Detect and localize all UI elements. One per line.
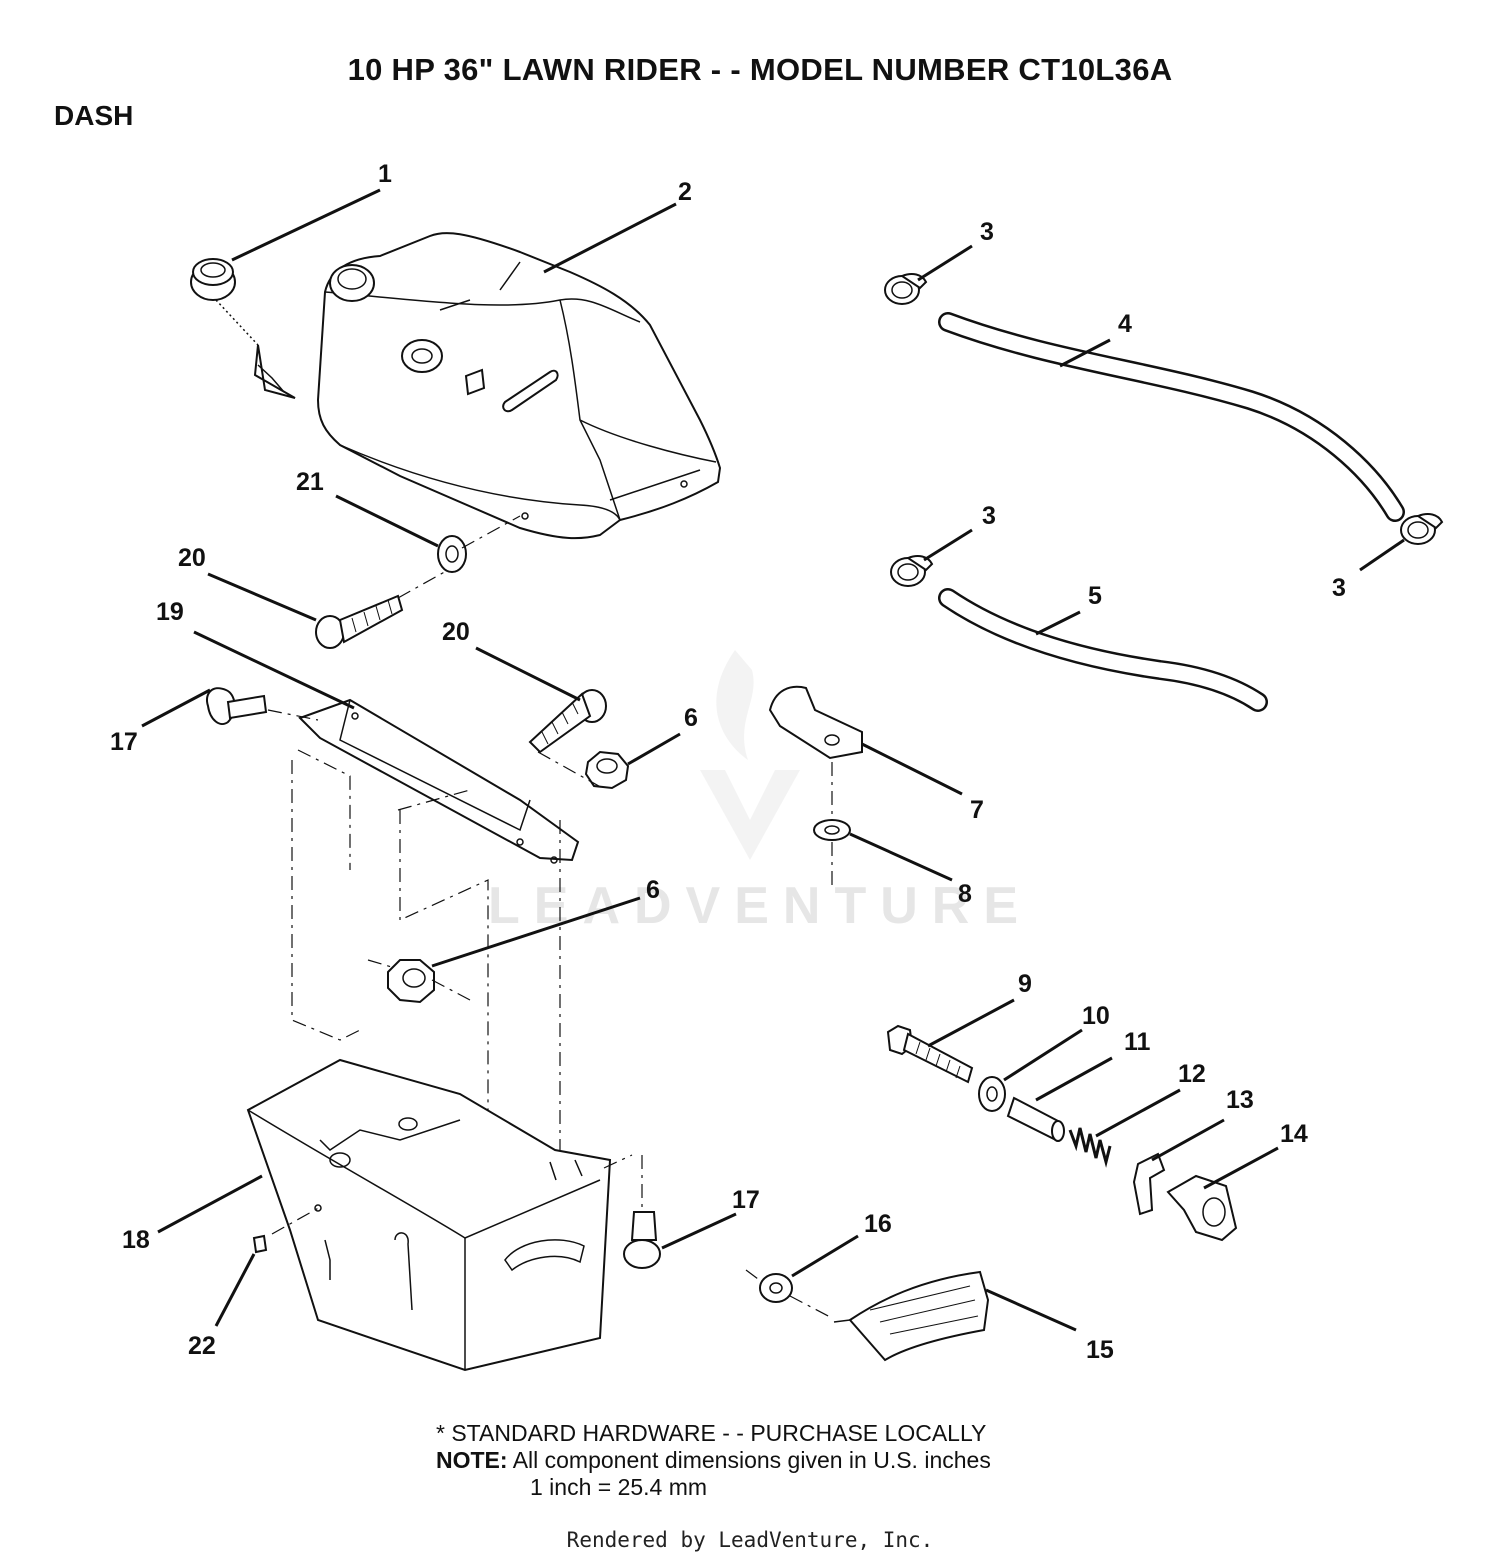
dash-housing-part <box>316 232 722 540</box>
hose-clamp-top-part <box>884 273 928 305</box>
section-title: DASH <box>54 100 134 131</box>
truss-bolt-lower-part <box>528 689 607 754</box>
washer-8-part <box>813 819 851 841</box>
flange-nut-part <box>759 1273 793 1303</box>
fuel-line-long-part <box>938 312 1405 522</box>
spring-part <box>1068 1127 1112 1168</box>
note-label: NOTE: <box>436 1447 508 1473</box>
callout-20-lower: 20 <box>442 618 470 646</box>
callout-15: 15 <box>1086 1336 1114 1364</box>
callout-10: 10 <box>1082 1002 1110 1030</box>
callout-16: 16 <box>864 1210 892 1238</box>
callout-6-lower: 6 <box>646 876 660 904</box>
callout-3-right: 3 <box>1332 574 1346 602</box>
washer-21-part <box>437 535 467 573</box>
callout-21: 21 <box>296 468 324 496</box>
conversion-note: 1 inch = 25.4 mm <box>530 1474 708 1500</box>
hex-nut-upper-part <box>584 750 630 790</box>
callout-14: 14 <box>1280 1120 1308 1148</box>
callout-1: 1 <box>378 160 392 188</box>
callout-3-top: 3 <box>980 218 994 246</box>
callout-22: 22 <box>188 1332 216 1360</box>
hose-clamp-right-part <box>1400 513 1444 545</box>
callout-13: 13 <box>1226 1086 1254 1114</box>
watermark-logo-icon <box>700 650 800 860</box>
callout-6-upper: 6 <box>684 704 698 732</box>
callout-19: 19 <box>156 598 184 626</box>
dimension-note: NOTE: All component dimensions given in … <box>436 1447 991 1474</box>
standard-hardware-note: * STANDARD HARDWARE - - PURCHASE LOCALLY <box>436 1420 987 1446</box>
fuel-line-short-part <box>938 588 1268 712</box>
dash-support-bracket-part <box>298 698 580 864</box>
shoulder-bolt-lower-part <box>623 1211 661 1269</box>
leader-lines <box>141 188 1405 1332</box>
callout-2: 2 <box>678 178 692 206</box>
note-text: All component dimensions given in U.S. i… <box>512 1447 991 1473</box>
shoulder-bolt-upper-part <box>206 687 268 725</box>
callout-8: 8 <box>958 880 972 908</box>
pivot-block-part <box>1166 1174 1238 1242</box>
spring-bracket-part <box>1132 1152 1166 1216</box>
callout-4: 4 <box>1118 310 1132 338</box>
hex-bolt-part <box>886 1024 974 1084</box>
spacer-part <box>1006 1096 1065 1142</box>
callout-12: 12 <box>1178 1060 1206 1088</box>
callout-20-upper: 20 <box>178 544 206 572</box>
footer-credit: Rendered by LeadVenture, Inc. <box>566 1528 934 1552</box>
callout-labels: 1 2 3 3 3 4 5 6 6 7 8 9 10 11 12 13 14 1… <box>110 160 1346 1364</box>
callout-5: 5 <box>1088 582 1102 610</box>
callout-17-upper: 17 <box>110 728 138 756</box>
hole-plug-part <box>252 1234 268 1254</box>
callout-3-middle: 3 <box>982 502 996 530</box>
fuel-cap-part <box>190 258 296 399</box>
assembly-lines <box>267 515 833 1319</box>
callout-18: 18 <box>122 1226 150 1254</box>
callout-11: 11 <box>1124 1028 1151 1056</box>
callout-9: 9 <box>1018 970 1032 998</box>
callout-17-lower: 17 <box>732 1186 760 1214</box>
page-title: 10 HP 36" LAWN RIDER - - MODEL NUMBER CT… <box>347 52 1173 87</box>
fuel-line-clip-part <box>768 685 863 760</box>
washer-10-part <box>978 1076 1006 1112</box>
callout-7: 7 <box>970 796 984 824</box>
hex-nut-lower-part <box>387 959 435 1004</box>
truss-bolt-upper-part <box>315 594 404 649</box>
watermark-text: LEADVENTURE <box>488 877 1033 935</box>
dash-panel-part <box>246 1058 612 1372</box>
notes-block: * STANDARD HARDWARE - - PURCHASE LOCALLY… <box>436 1420 991 1501</box>
height-quadrant-part <box>833 1270 990 1362</box>
